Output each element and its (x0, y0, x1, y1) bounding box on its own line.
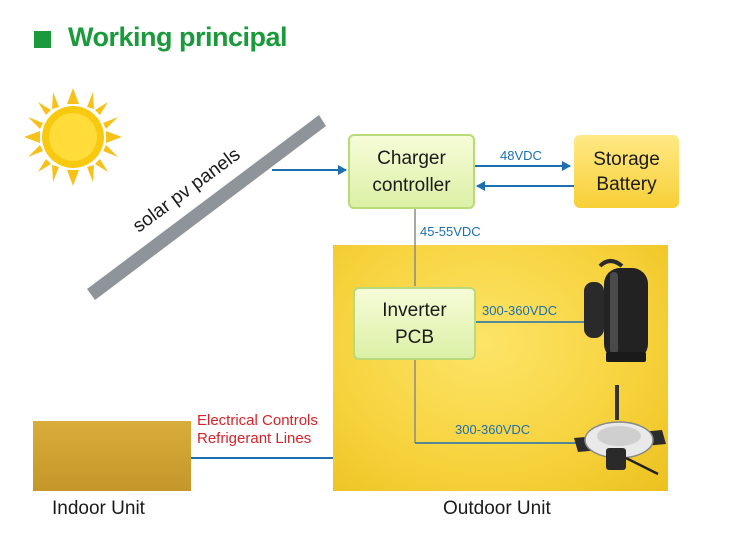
solar-panel-bar (87, 115, 326, 300)
page-title: Working principal (68, 22, 288, 52)
voltage-charger-inverter: 45-55VDC (420, 224, 481, 239)
voltage-compressor: 300-360VDC (482, 303, 558, 318)
voltage-charger-battery: 48VDC (500, 148, 542, 163)
charger-controller-box: Charger controller (348, 134, 475, 209)
indoor-unit-label: Indoor Unit (52, 498, 145, 519)
inverter-pcb-box: Inverter PCB (353, 287, 476, 360)
fan-motor-icon (574, 385, 666, 476)
storage-battery-box: Storage Battery (574, 135, 679, 208)
compressor-icon (584, 259, 648, 362)
indoor-unit-block (33, 421, 191, 491)
voltage-fan: 300-360VDC (455, 422, 531, 437)
sun-icon (24, 88, 122, 186)
electrical-controls-label: Electrical Controls (197, 412, 318, 429)
title-square-icon (34, 31, 51, 48)
outdoor-unit-label: Outdoor Unit (443, 498, 551, 519)
refrigerant-lines-label: Refrigerant Lines (197, 430, 312, 447)
